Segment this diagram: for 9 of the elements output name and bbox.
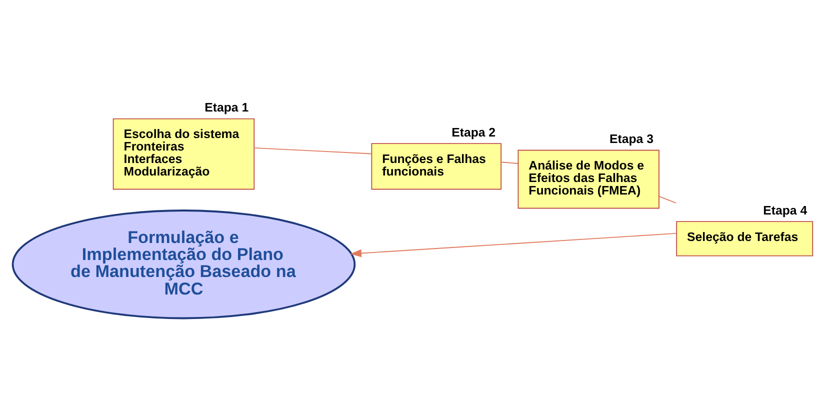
node-label: Etapa 3 (610, 131, 654, 146)
node-label: Etapa 4 (763, 202, 808, 217)
connector (658, 195, 676, 203)
node-label: Etapa 1 (204, 100, 249, 114)
node-ellipse: Formulação e Implementação do Plano de Manutenção Baseado na MCC (12, 209, 356, 319)
node-label: Etapa 2 (452, 124, 496, 139)
arrow (350, 232, 676, 257)
connector (500, 161, 518, 164)
connector (254, 146, 372, 154)
